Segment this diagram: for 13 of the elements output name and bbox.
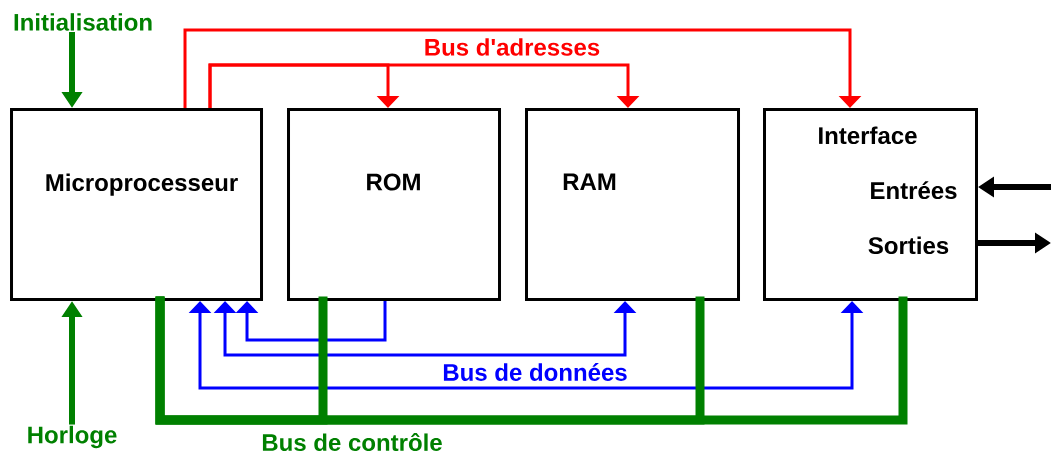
signal-label: Horloge [28,425,117,449]
bus-arrow [208,63,640,108]
signal-label: Initialisation [14,13,152,31]
block-box: RAM [525,108,740,301]
block-box: ROM [287,108,501,301]
bus-label: Bus de contrôle [262,432,442,452]
bus-arrow [235,301,387,342]
bus-arrow [183,28,862,108]
bus-label: Bus de données [443,363,627,381]
block-box: Interface Entrées Sorties [763,108,978,301]
bus-label: Bus d'adresses [425,38,600,56]
bus-line [155,296,908,425]
block-box: Microprocesseur [10,108,263,301]
